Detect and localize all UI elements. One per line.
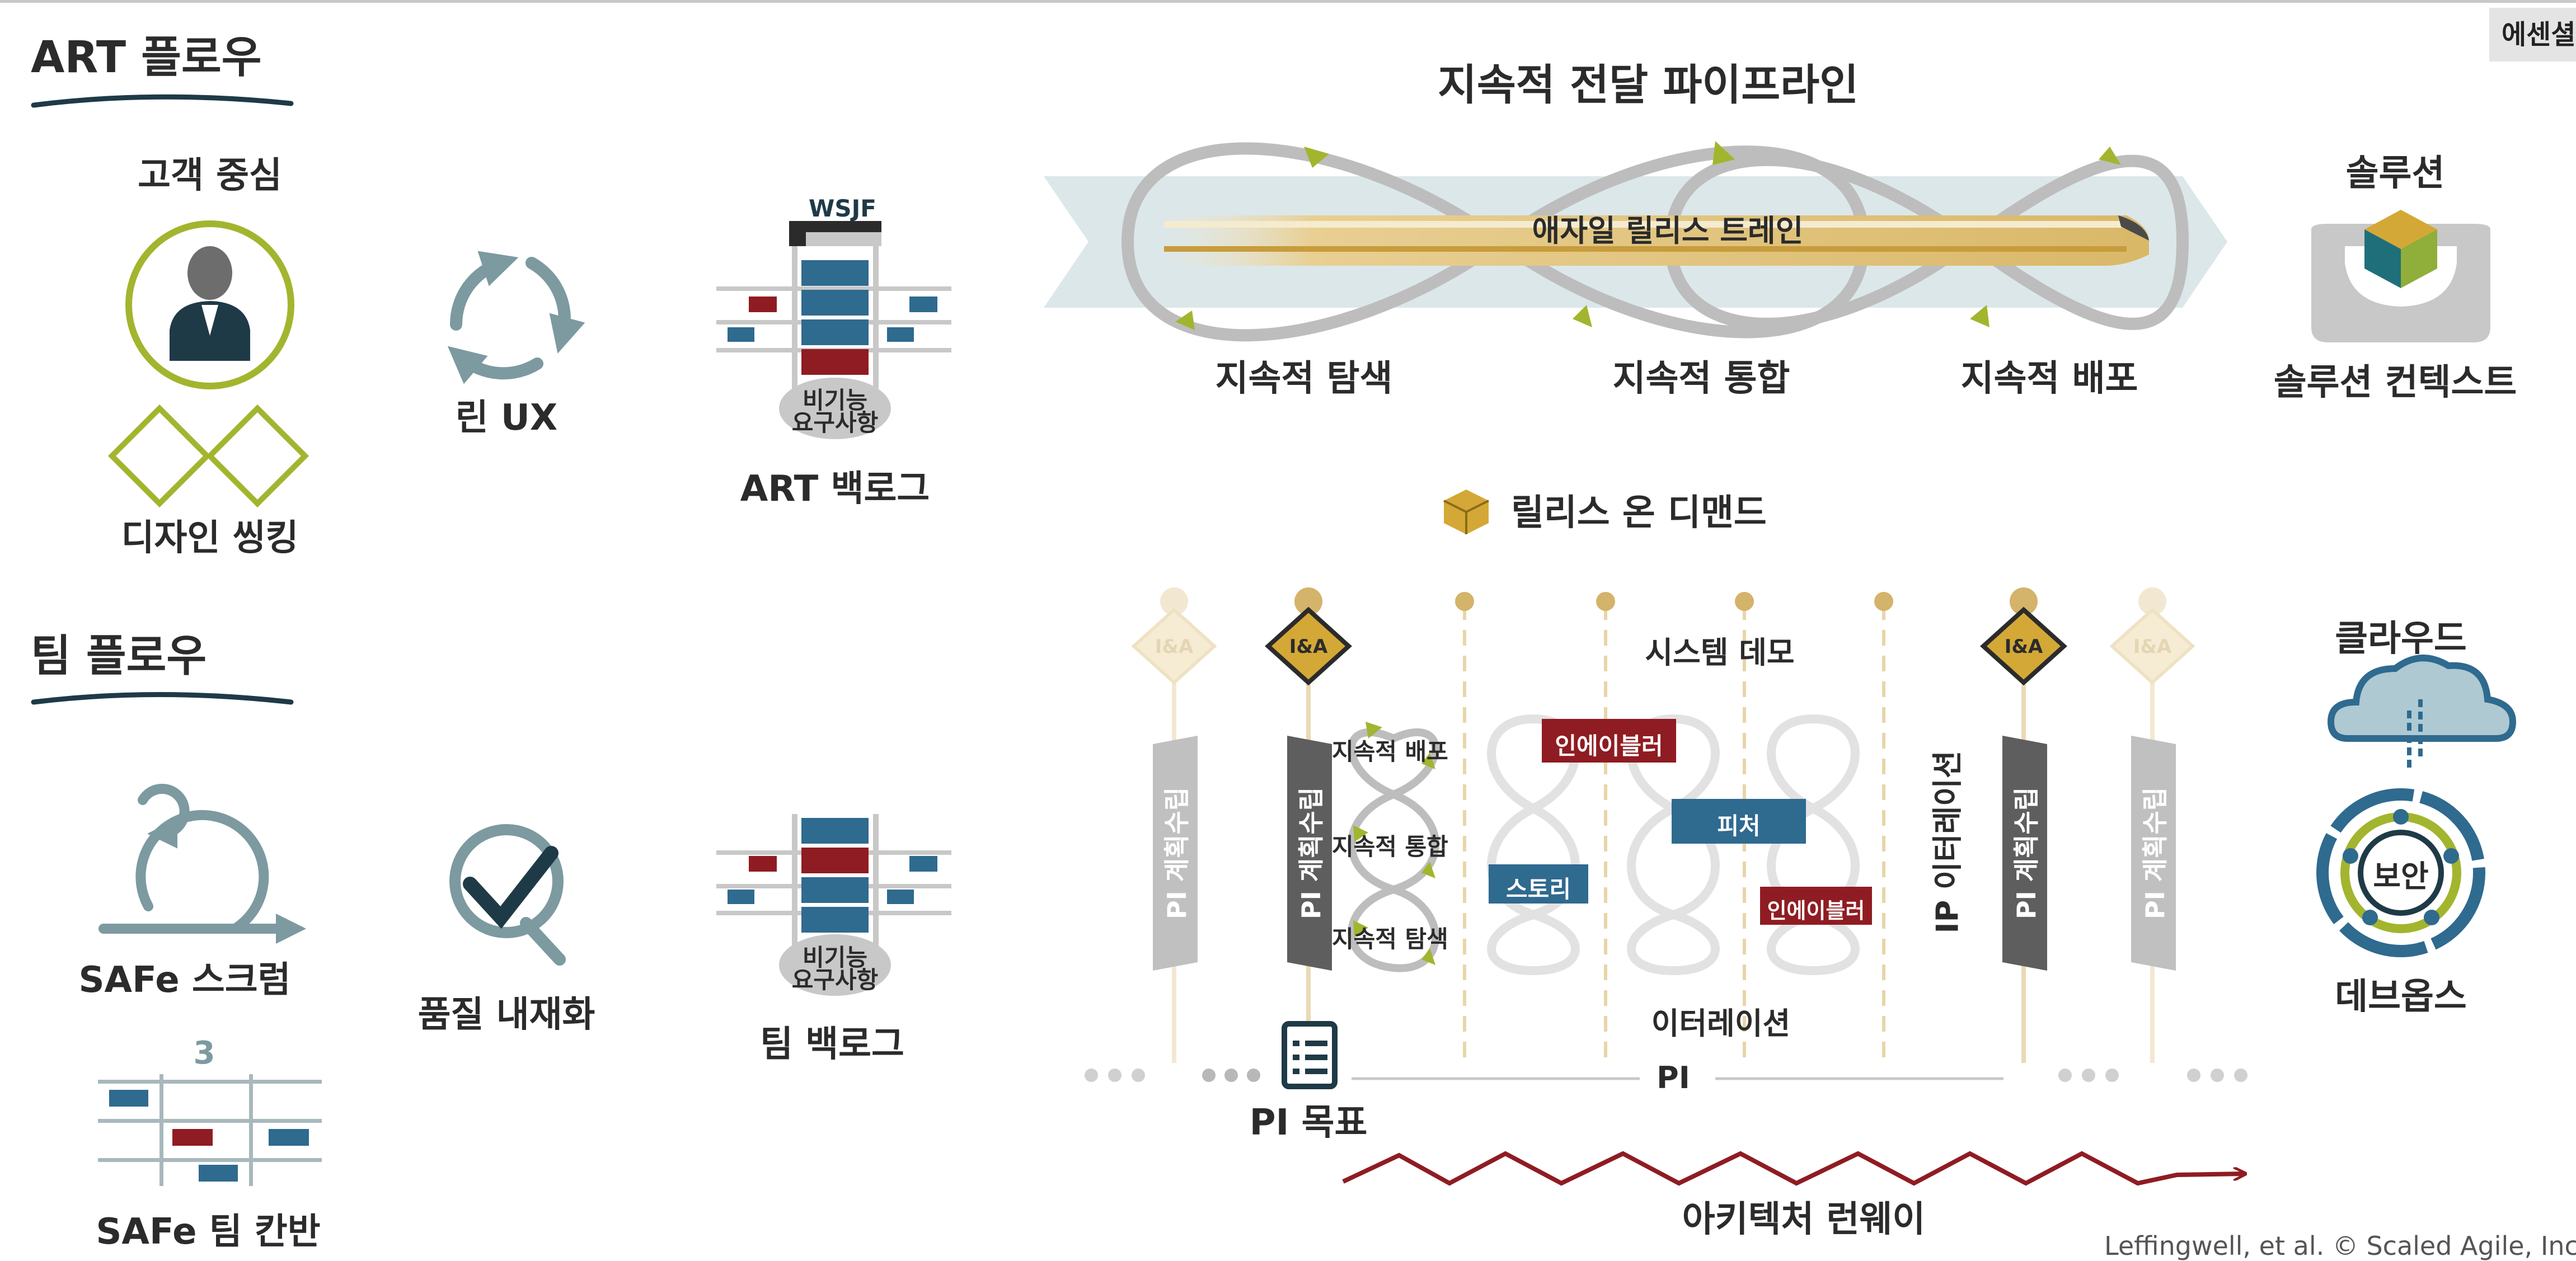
pi-label: PI: [1657, 1060, 1690, 1095]
release-on-demand-label: 릴리스 온 디맨드: [1511, 492, 1767, 534]
pi-planning-label-2: PI 계획수립: [1296, 787, 1326, 920]
package-icon: [1443, 490, 1489, 534]
enabler-label-top: 인에이블러: [1555, 732, 1663, 760]
art-flow-underline: [31, 94, 294, 108]
team-nfr-line2: 요구사항: [791, 966, 879, 994]
pi-planning-label-3: PI 계획수립: [2011, 787, 2042, 920]
mini-deployment-label: 지속적 배포: [1332, 738, 1448, 765]
lean-ux-label: 린 UX: [455, 397, 558, 439]
solution-icon: [2311, 210, 2490, 342]
cloud-label: 클라우드: [2335, 618, 2467, 660]
safe-team-kanban-label: SAFe 팀 칸반: [96, 1211, 321, 1253]
essential-tab[interactable]: 에센셜: [2489, 8, 2576, 62]
kanban-wip-number: 3: [193, 1035, 215, 1071]
ia-label-1: I&A: [1155, 636, 1194, 658]
ia-label-2: I&A: [1289, 636, 1328, 658]
architectural-runway-label: 아키텍처 런웨이: [1682, 1199, 1926, 1240]
team-flow-underline: [31, 692, 294, 705]
customer-centric-label: 고객 중심: [138, 155, 282, 196]
mini-pipeline-loop: [1348, 728, 1439, 972]
agile-release-train-rail: [1164, 215, 2149, 266]
enabler-box-top: [1542, 719, 1676, 763]
mini-exploration-label: 지속적 탐색: [1332, 925, 1448, 953]
cloud-icon: [2327, 655, 2517, 772]
ia-label-4: I&A: [2133, 636, 2172, 658]
solution-context-label: 솔루션 컨텍스트: [2273, 362, 2517, 403]
mini-integration-label: 지속적 통합: [1332, 833, 1448, 860]
copyright-credit: Leffingwell, et al. © Scaled Agile, Inc.: [2104, 1231, 2576, 1261]
customer-centric-icon: [125, 220, 294, 389]
pi-planning-label-4: PI 계획수립: [2140, 787, 2170, 920]
iteration-label: 이터레이션: [1651, 1006, 1791, 1041]
system-demo-label: 시스템 데모: [1645, 635, 1795, 670]
story-label: 스토리: [1506, 876, 1571, 903]
lean-ux-cycle-icon: [447, 251, 585, 384]
continuous-integration-label: 지속적 통합: [1612, 358, 1790, 399]
feature-box: [1672, 799, 1806, 844]
pipeline-title: 지속적 전달 파이프라인: [1437, 60, 1859, 110]
built-in-quality-icon: [449, 824, 566, 966]
team-nfr-line1: 비기능: [803, 944, 867, 971]
wsjf-label: WSJF: [809, 195, 876, 222]
security-label: 보안: [2373, 859, 2429, 894]
design-thinking-icon: [107, 404, 309, 508]
feature-label: 피처: [1717, 812, 1761, 840]
pi-baseline: [1085, 1069, 2247, 1082]
story-box: [1489, 864, 1588, 904]
architectural-runway-zigzag: [1342, 1151, 2244, 1186]
enabler-box-small: [1760, 887, 1872, 925]
devops-label: 데브옵스: [2335, 976, 2467, 1018]
pi-planning-banners: [1153, 736, 2176, 971]
team-backlog-icon: [716, 814, 951, 996]
design-thinking-label: 디자인 씽킹: [121, 517, 299, 559]
ia-label-3: I&A: [2004, 636, 2043, 658]
safe-scrum-icon: [98, 784, 306, 944]
art-flow-title: ART 플로우: [31, 32, 262, 83]
team-flow-title: 팀 플로우: [31, 631, 207, 681]
continuous-exploration-label: 지속적 탐색: [1215, 358, 1393, 399]
team-backlog-label: 팀 백로그: [760, 1024, 904, 1065]
art-backlog-label: ART 백로그: [740, 468, 930, 510]
art-nfr-line1: 비기능: [803, 387, 867, 414]
top-border: [0, 0, 2576, 3]
art-nfr-line2: 요구사항: [791, 409, 879, 436]
enabler-label-small: 인에이블러: [1767, 898, 1865, 923]
built-in-quality-label: 품질 내재화: [417, 994, 595, 1036]
agile-release-train-label: 애자일 릴리스 트레인: [1532, 213, 1804, 248]
pi-planning-label-1: PI 계획수립: [1162, 787, 1192, 920]
devops-rings: [2316, 788, 2485, 957]
ip-iteration-label: IP 이터레이션: [1930, 750, 1965, 934]
pipeline-arrows: [1175, 141, 2121, 330]
pi-objectives-icon: [1282, 1021, 1338, 1089]
continuous-deployment-label: 지속적 배포: [1960, 358, 2138, 399]
inspect-adapt-diamonds: [1131, 606, 2195, 686]
safe-team-kanban-icon: [98, 1074, 322, 1186]
safe-scrum-label: SAFe 스크럼: [78, 959, 291, 1001]
pi-objectives-label: PI 목표: [1249, 1102, 1368, 1144]
art-backlog-icon: [716, 221, 951, 439]
solution-label: 솔루션: [2345, 153, 2445, 194]
mini-pipeline-arrows: [1353, 722, 1435, 965]
